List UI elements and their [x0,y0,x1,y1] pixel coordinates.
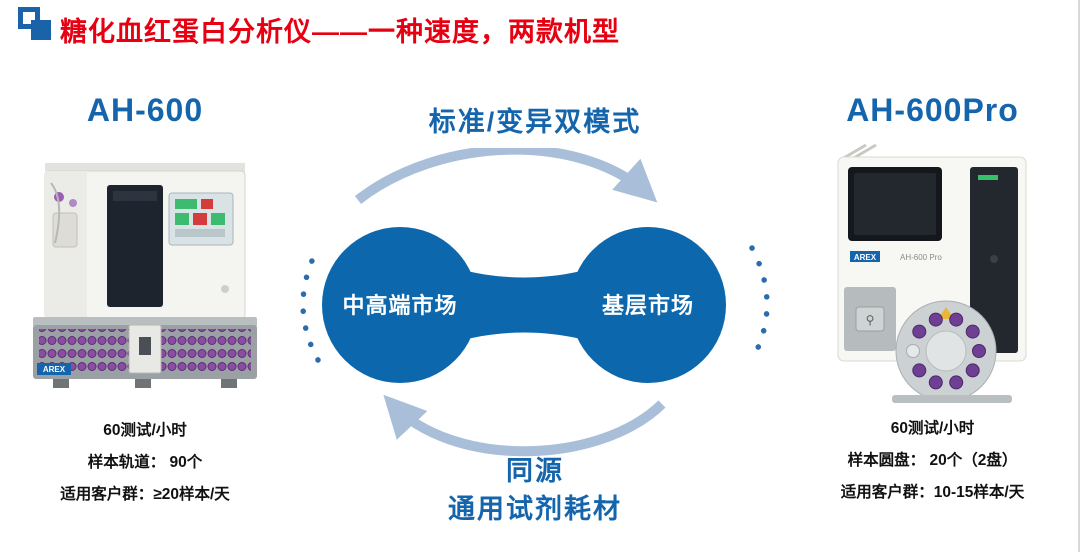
bottom-cycle-arrow [383,394,666,457]
left-dotted-arc [300,245,321,363]
svg-text:AREX: AREX [43,365,66,374]
right-dotted-arc [749,245,770,363]
ah600-analyzer-photo: AREX [33,163,257,388]
bottom-label-line2: 通用试剂耗材 [448,494,622,524]
spec-line: 60测试/小时 [103,422,187,439]
right-market-label: 基层市场 [602,293,694,318]
right-product-column: AH-600Pro AREX AH-600 Pro ⚲ [790,92,1075,509]
spec-line: 适用客户群：10-15样本/天 [840,484,1025,501]
svg-text:AREX: AREX [853,253,876,262]
market-cycle-diagram: 中高端市场 基层市场 [300,148,770,457]
left-product-name: AH-600 [86,92,204,128]
diagram-bottom-label: 同源 通用试剂耗材 [280,452,790,528]
page-title: 糖化血红蛋白分析仪——一种速度，两款机型 [60,17,620,47]
svg-text:AH-600 Pro: AH-600 Pro [900,253,942,262]
spec-line: 适用客户群：≥20样本/天 [60,486,230,503]
left-product-column: AH-600 [5,92,285,511]
double-square-bullet-icon [18,7,54,43]
right-product-name: AH-600Pro [846,92,1019,128]
spec-line: 样本圆盘： 20个（2盘） [847,452,1018,469]
square-solid-icon [31,20,51,40]
top-cycle-arrow [354,148,658,204]
left-market-circle [322,227,478,383]
spec-line: 样本轨道： 90个 [87,454,203,471]
diagram-top-label: 标准/变异双模式 [428,107,642,137]
left-product-specs: 60测试/小时 样本轨道： 90个 适用客户群：≥20样本/天 [5,415,285,511]
bottom-label-line1: 同源 [506,456,564,486]
right-product-specs: 60测试/小时 样本圆盘： 20个（2盘） 适用客户群：10-15样本/天 [790,413,1075,509]
spec-line: 60测试/小时 [890,420,975,437]
ah600pro-analyzer-photo: AREX AH-600 Pro ⚲ [837,143,1026,403]
svg-text:⚲: ⚲ [865,313,874,327]
left-market-label: 中高端市场 [342,293,457,318]
right-market-circle [570,227,726,383]
